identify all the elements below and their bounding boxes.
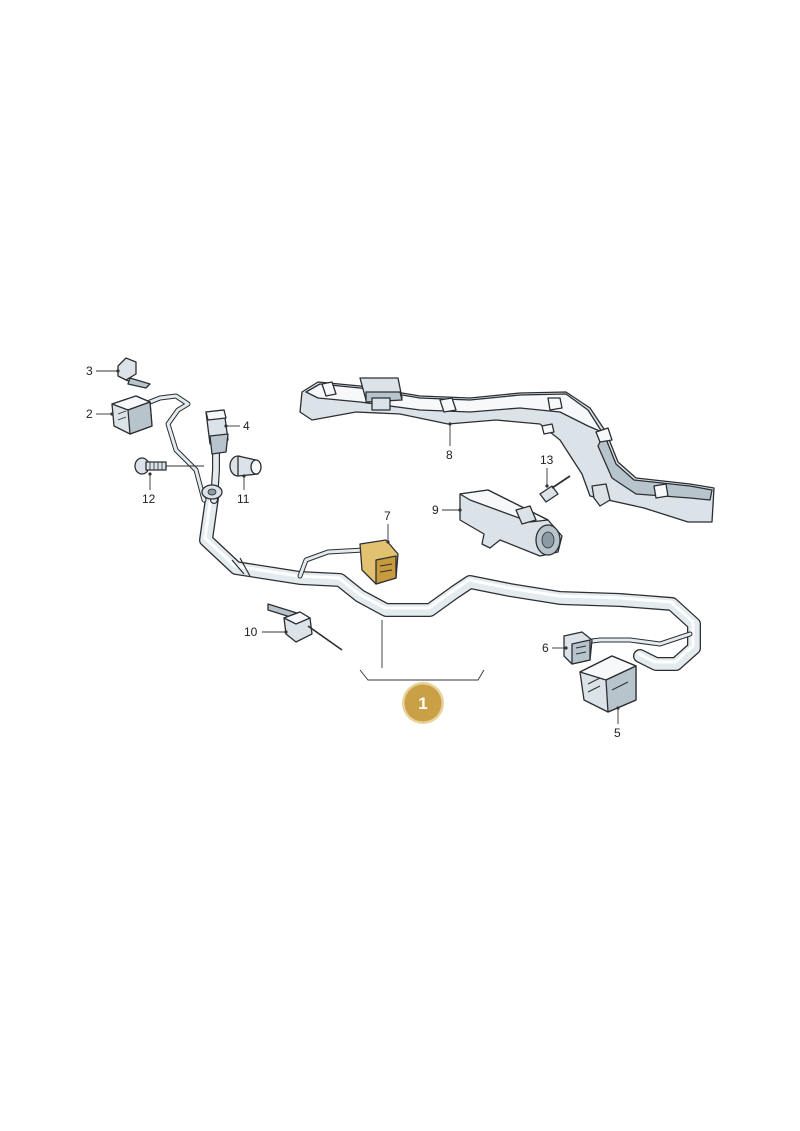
- part-3-clip[interactable]: [117, 357, 151, 389]
- callout-13: 13: [540, 453, 554, 467]
- callout-10: 10: [244, 625, 258, 639]
- part-6-connector[interactable]: [563, 631, 593, 665]
- part-12-bolt[interactable]: [134, 457, 167, 475]
- part-5-connector[interactable]: [579, 655, 637, 713]
- part-1-wiring-harness[interactable]: [147, 393, 701, 671]
- callout-2: 2: [86, 407, 93, 421]
- part-9-sensor-housing[interactable]: [459, 489, 563, 557]
- callout-7: 7: [384, 509, 391, 523]
- callout-12: 12: [142, 492, 156, 506]
- part-10-clip[interactable]: [267, 603, 343, 651]
- part-2-connector[interactable]: [111, 395, 153, 435]
- part-8-air-duct[interactable]: [299, 377, 715, 523]
- callout-labels: 2 3 4 11 12 7 8 9 13 10 6 5: [86, 364, 621, 740]
- callout-6: 6: [542, 641, 549, 655]
- callout-1-badge: 1: [402, 682, 444, 724]
- part-4-connector[interactable]: [205, 409, 229, 455]
- callout-3: 3: [86, 364, 93, 378]
- leader-lines: [96, 369, 620, 724]
- part-11-grommet[interactable]: [229, 455, 262, 477]
- callout-9: 9: [432, 503, 439, 517]
- callout-4: 4: [243, 419, 250, 433]
- callout-1: 1: [418, 694, 427, 713]
- part-13-push-rivet[interactable]: [539, 475, 571, 503]
- callout-5: 5: [614, 726, 621, 740]
- callout-8: 8: [446, 448, 453, 462]
- part-7-connector-highlighted[interactable]: [359, 539, 399, 585]
- callout-11: 11: [237, 492, 250, 506]
